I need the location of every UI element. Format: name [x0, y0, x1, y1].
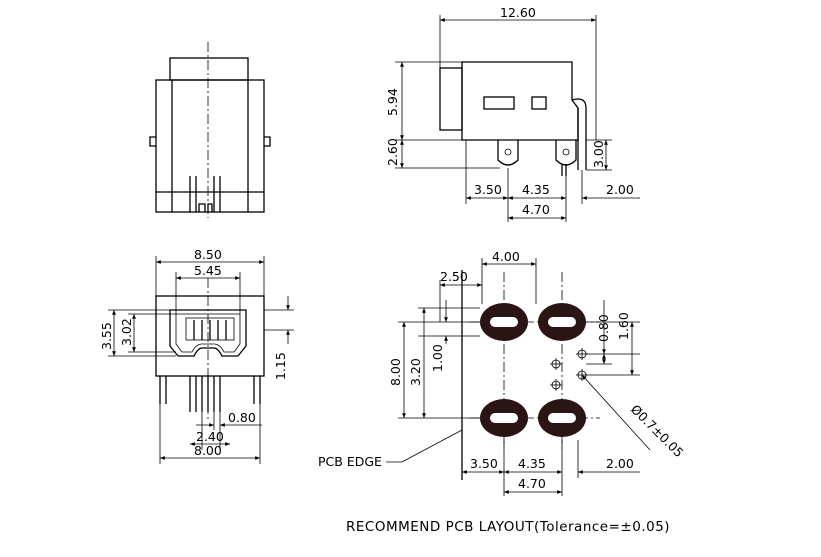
dim-top-height: 5.94	[385, 88, 400, 116]
dim-pcb-b3: 2.00	[606, 456, 634, 471]
dim-top-pin: 3.00	[591, 140, 606, 168]
caption: RECOMMEND PCB LAYOUT(Tolerance=±0.05)	[346, 519, 670, 535]
front-view: 8.50 5.45 3.55 3.02 1.15 0.80 2.40 8.00	[99, 247, 294, 464]
dim-pcb-r2: 1.60	[616, 312, 631, 340]
dim-pcb-l3: 1.00	[430, 344, 445, 372]
dim-front-p3: 8.00	[194, 443, 222, 458]
side-view	[149, 42, 271, 218]
dim-pcb-hole: Ø0.7±0.05	[628, 402, 687, 461]
dim-pcb-r1: 0.80	[596, 314, 611, 342]
pcb-edge-label: PCB EDGE	[318, 454, 382, 469]
dim-front-h3: 1.15	[273, 352, 288, 380]
dim-pcb-b1: 3.50	[470, 456, 498, 471]
dim-pcb-b2: 4.35	[518, 456, 546, 471]
dim-front-w1: 8.50	[194, 247, 222, 262]
top-view: 12.60 5.94 2.60 3.00 3.50 4.35 2.00 4.70	[385, 5, 640, 222]
dim-pcb-b4: 4.70	[518, 476, 546, 491]
dim-pcb-t2: 2.50	[440, 269, 468, 284]
dim-front-w2: 5.45	[194, 263, 222, 278]
dim-top-width: 12.60	[500, 5, 536, 20]
mounting-pad-bottom-right	[538, 399, 586, 437]
dim-front-h2: 3.02	[119, 318, 134, 346]
dim-front-p1: 0.80	[228, 410, 256, 425]
dim-pcb-l2: 3.20	[408, 358, 423, 386]
dim-pcb-t1: 4.00	[492, 249, 520, 264]
dim-front-h1: 3.55	[99, 322, 114, 350]
signal-holes	[550, 348, 588, 391]
dim-pcb-l1: 8.00	[388, 358, 403, 386]
mounting-pad-top-right	[538, 303, 586, 341]
dim-top-b4: 4.70	[522, 202, 550, 217]
dim-top-b2: 4.35	[522, 182, 550, 197]
pcb-layout: 4.00 2.50 8.00 3.20 1.00 0.80 1.60 Ø0.7±…	[318, 249, 687, 496]
dim-top-lead: 2.60	[385, 138, 400, 166]
mounting-pad-bottom-left	[480, 399, 528, 437]
dim-top-b1: 3.50	[474, 182, 502, 197]
mounting-pad-top-left	[480, 303, 528, 341]
dim-top-b3: 2.00	[606, 182, 634, 197]
dim-front-p2: 2.40	[196, 429, 224, 444]
